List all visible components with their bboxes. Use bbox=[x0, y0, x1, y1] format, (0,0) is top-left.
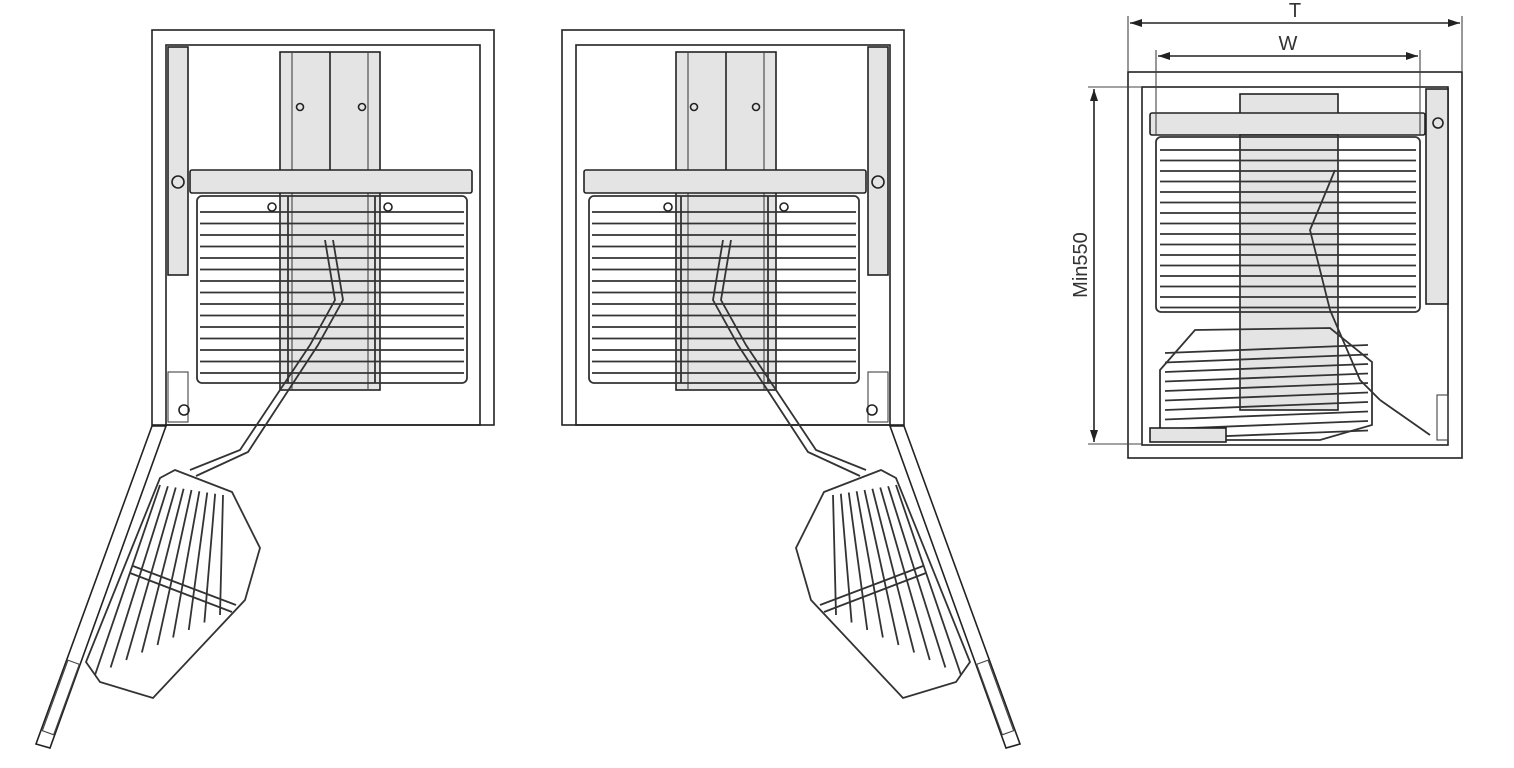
front-upper-basket bbox=[1155, 136, 1421, 313]
basket-wire bbox=[1164, 344, 1369, 354]
basket-wire bbox=[1164, 372, 1369, 383]
basket-wire bbox=[1164, 410, 1369, 421]
basket-wire bbox=[1164, 391, 1369, 402]
front-basket-rail bbox=[1149, 112, 1426, 136]
basket-wire bbox=[1164, 363, 1369, 373]
left-open-view bbox=[35, 29, 495, 749]
dimension-label-min-height: Min550 bbox=[1070, 232, 1092, 298]
dimension-label-T: T bbox=[1289, 0, 1301, 22]
basket-wire bbox=[1164, 353, 1369, 364]
basket-wire bbox=[1164, 382, 1369, 392]
basket-wire bbox=[1164, 401, 1369, 411]
right-open-view bbox=[561, 29, 1021, 749]
front-cabinet-outline bbox=[1127, 71, 1463, 459]
dimension-label-W: W bbox=[1279, 33, 1298, 55]
front-view: T W Min550 bbox=[1070, 0, 1463, 459]
